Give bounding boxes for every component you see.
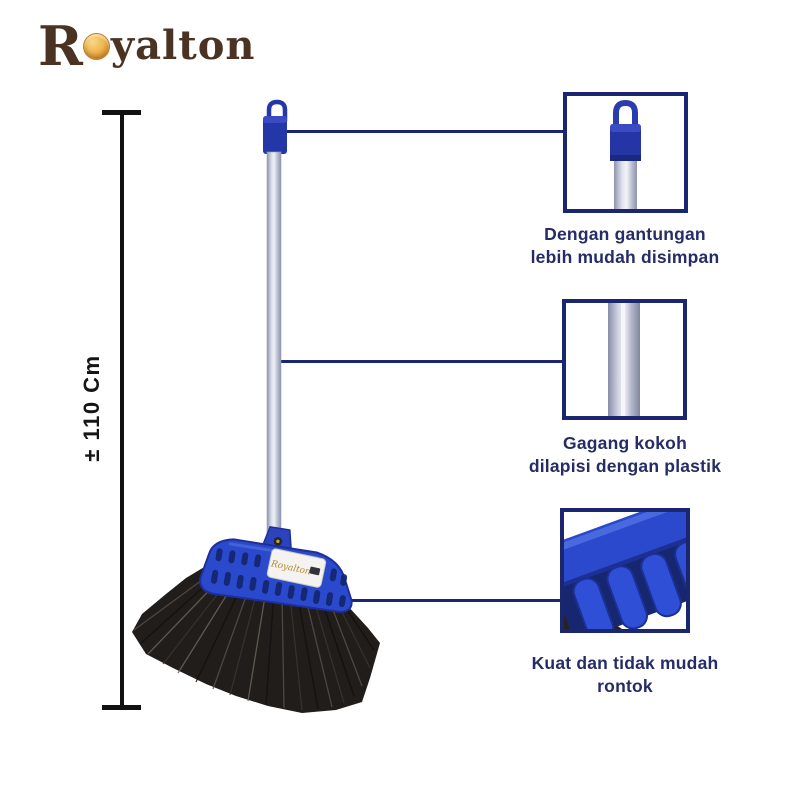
broom-head: Royalton bbox=[199, 526, 353, 613]
hanger-closeup-illustration bbox=[610, 99, 641, 209]
connector-line-pole bbox=[267, 360, 563, 363]
caption-hanger-line2: lebih mudah disimpan bbox=[530, 247, 720, 268]
measure-cap-bottom bbox=[102, 705, 141, 710]
hanger-loop bbox=[266, 99, 288, 121]
caption-pole-line1: Gagang kokoh bbox=[563, 433, 687, 453]
callout-box-hanger bbox=[563, 92, 688, 213]
caption-bristles: Kuat dan tidak mudah rontok bbox=[485, 652, 765, 698]
logo-text: yalton bbox=[110, 22, 256, 69]
head-label: Royalton bbox=[266, 548, 327, 588]
caption-bristles-line1: Kuat dan tidak mudah bbox=[531, 653, 719, 673]
logo-letter-r: R bbox=[38, 14, 83, 78]
connector-line-hanger bbox=[282, 130, 564, 133]
handle-cap bbox=[263, 116, 287, 154]
head-vents bbox=[210, 548, 348, 608]
callout-box-head bbox=[560, 508, 690, 633]
callout-box-pole bbox=[562, 299, 687, 420]
caption-hanger-line1: Dengan gantungan bbox=[544, 224, 706, 244]
head-screw-center bbox=[276, 539, 280, 544]
caption-bristles-line2: rontok bbox=[597, 676, 653, 697]
broom-pole bbox=[266, 151, 282, 559]
measure-line bbox=[120, 112, 124, 709]
height-label: ± 110 Cm bbox=[79, 354, 104, 462]
broom-illustration: Royalton bbox=[132, 99, 380, 713]
head-closeup-illustration bbox=[564, 512, 686, 629]
coin-o-icon bbox=[82, 33, 110, 60]
caption-pole: Gagang kokoh dilapisi dengan plastik bbox=[485, 432, 765, 478]
handle-cap-rim bbox=[263, 116, 287, 123]
connector-line-head bbox=[341, 599, 561, 602]
caption-hanger: Dengan gantungan lebih mudah disimpan bbox=[485, 223, 765, 269]
caption-pole-line2: dilapisi dengan plastik bbox=[528, 456, 722, 477]
pole-closeup-illustration bbox=[608, 303, 640, 416]
